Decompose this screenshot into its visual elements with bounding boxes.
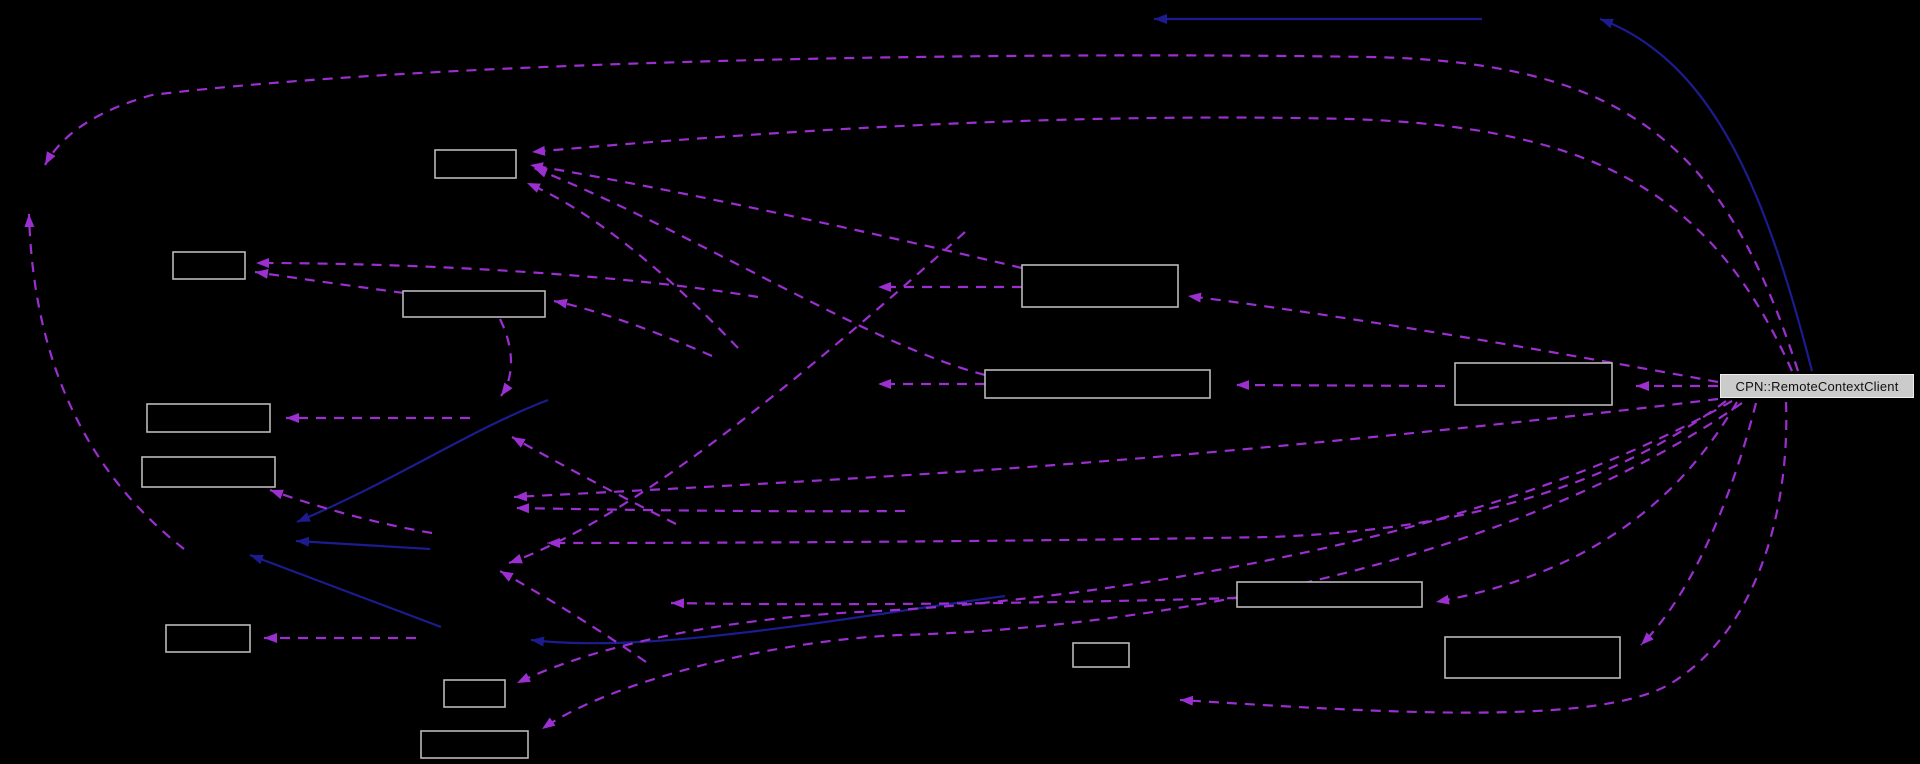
edges-group (24, 14, 1814, 730)
class-node[interactable] (984, 369, 1211, 399)
inheritance-edge (296, 398, 549, 524)
class-node[interactable] (165, 624, 251, 653)
usage-edge (1179, 401, 1788, 714)
class-node[interactable] (1072, 642, 1130, 668)
usage-edge (553, 298, 713, 358)
usage-edge (513, 397, 1719, 502)
usage-edge (533, 166, 986, 377)
class-node[interactable] (434, 149, 517, 179)
usage-edge (516, 400, 1733, 684)
usage-edge (1187, 292, 1719, 384)
usage-edge (670, 596, 1238, 609)
class-node[interactable] (141, 456, 276, 488)
class-node[interactable] (1021, 264, 1179, 308)
usage-edge (529, 162, 1023, 270)
usage-edge (1435, 401, 1738, 605)
usage-edge (531, 116, 1794, 372)
usage-edge (44, 54, 1800, 372)
usage-edge (254, 268, 405, 295)
usage-edge (511, 436, 677, 525)
class-node[interactable] (443, 679, 506, 708)
inheritance-edge (1599, 17, 1814, 372)
usage-edge (541, 402, 1743, 730)
class-node[interactable] (1444, 636, 1621, 679)
usage-edge (499, 318, 513, 397)
usage-edge (255, 258, 759, 299)
usage-edge (269, 488, 433, 535)
inheritance-edge (249, 553, 442, 629)
class-node[interactable] (146, 403, 271, 433)
usage-edge (24, 213, 185, 550)
class-node[interactable] (172, 251, 246, 280)
class-node[interactable] (402, 290, 546, 318)
inheritance-edge (295, 536, 431, 551)
class-node[interactable] (1236, 581, 1423, 608)
usage-edge (1640, 402, 1758, 646)
usage-edge (546, 400, 1727, 548)
usage-edge (515, 503, 906, 514)
usage-edge (1235, 380, 1446, 391)
main-class-node[interactable]: CPN::RemoteContextClient (1720, 374, 1914, 398)
nodes-group (141, 149, 1621, 759)
class-node[interactable] (1454, 362, 1613, 406)
usage-edge (499, 570, 647, 663)
usage-edge (526, 181, 739, 349)
usage-edge (508, 231, 966, 565)
class-node[interactable] (420, 730, 529, 759)
inheritance-edge (530, 594, 1006, 647)
